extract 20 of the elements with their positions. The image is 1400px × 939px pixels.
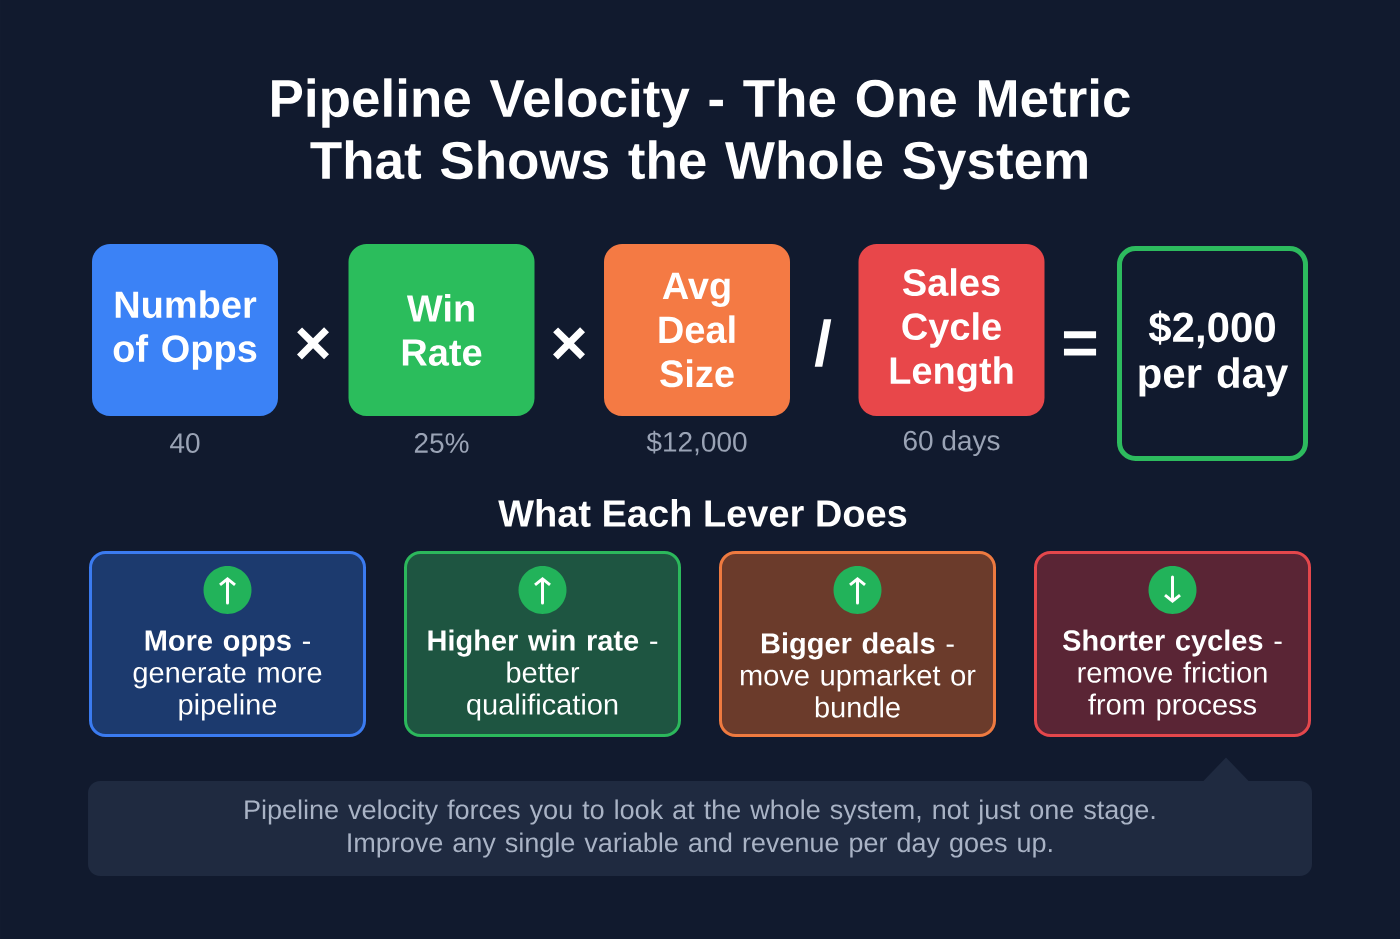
operator-sign: = [1063,331,1097,356]
operator-sign: × [553,327,585,360]
value-label: $12,000 [646,430,747,456]
lever-card: Shorter cycles - remove friction from process [1034,551,1311,737]
operator-sign: / [814,319,832,367]
value-label: 25% [414,433,469,453]
metric-box: Win Rate [348,244,535,416]
value-label: 60 days [903,429,1000,457]
value-label: 40 [170,433,200,453]
note-box: Pipeline velocity forces you to look at the whole system, not just one stage. Improve any single variable and revenue per day goes up. [88,757,1312,876]
lever-card: More opps - generate more pipeline [89,551,366,737]
section-heading: What Each Lever Does [498,499,907,527]
metric-box: Sales Cycle Length [858,244,1045,416]
lever-card: Higher win rate - better qualification [404,551,681,737]
lever-card: Bigger deals - move upmarket or bundle [719,551,996,737]
metric-box: Number of Opps [92,244,278,416]
result-box: $2,000 per day [1117,246,1308,461]
operator-sign: × [297,327,329,360]
title: Pipeline Velocity - The One Metric That Shows the Whole System [272,78,1130,190]
metric-box: Avg Deal Size [604,244,790,416]
